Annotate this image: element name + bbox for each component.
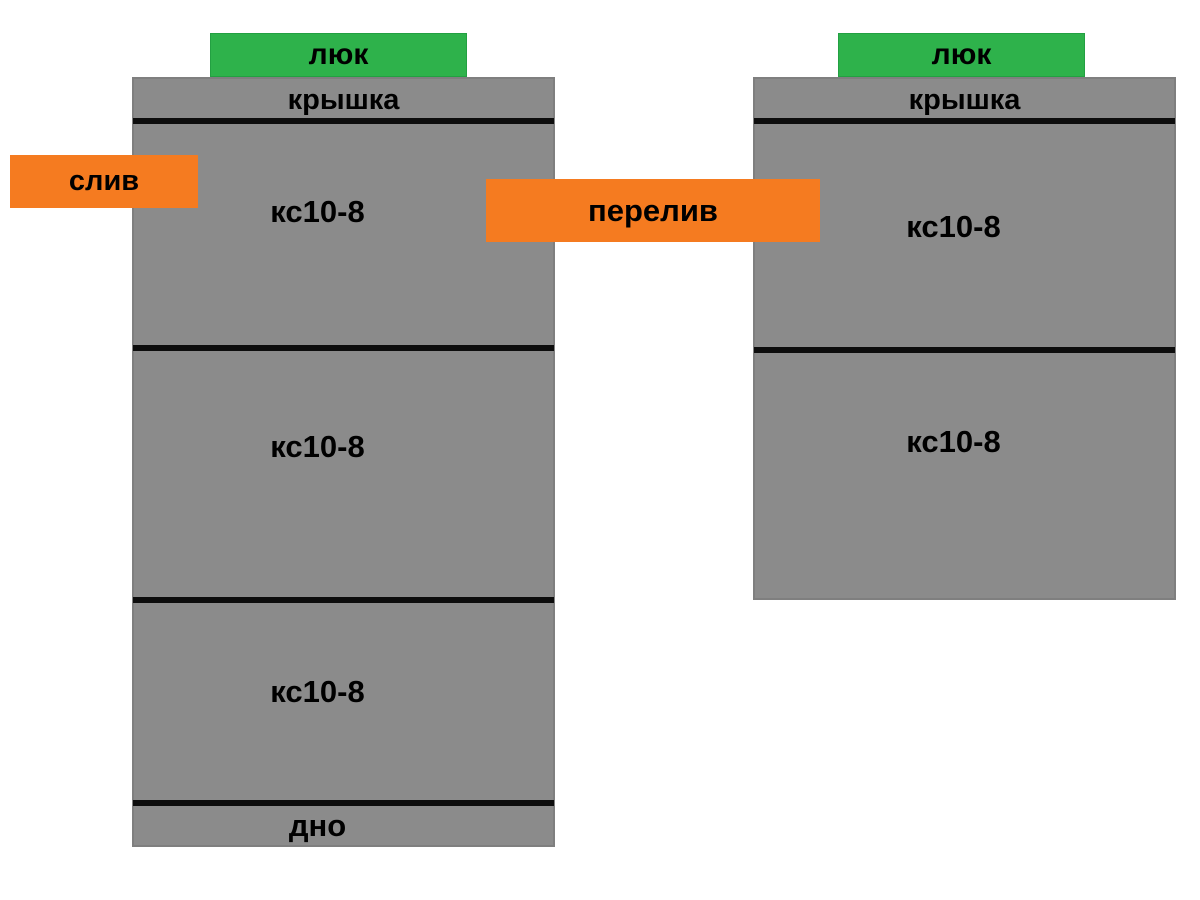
joint-line: [133, 597, 554, 603]
hatch-label-left: люк: [210, 33, 467, 77]
cover-label-left: крышка: [287, 84, 400, 116]
joint-line: [754, 347, 1175, 353]
joint-line: [133, 345, 554, 351]
joint-line: [754, 118, 1175, 124]
bottom-label: дно: [288, 808, 347, 843]
left-tank: крышка кс10-8 кс10-8 кс10-8 дно: [132, 77, 555, 847]
drain-label: слив: [10, 155, 198, 208]
joint-line: [133, 118, 554, 124]
cover-label-right: крышка: [908, 84, 1021, 116]
ring-label: кс10-8: [270, 429, 365, 464]
right-tank: крышка кс10-8 кс10-8: [753, 77, 1176, 600]
overflow-label: перелив: [486, 179, 820, 242]
hatch-label-right: люк: [838, 33, 1085, 77]
ring-label: кс10-8: [270, 674, 365, 709]
ring-label: кс10-8: [906, 209, 1001, 244]
ring-label: кс10-8: [906, 424, 1001, 459]
ring-label: кс10-8: [270, 194, 365, 229]
joint-line: [133, 800, 554, 806]
